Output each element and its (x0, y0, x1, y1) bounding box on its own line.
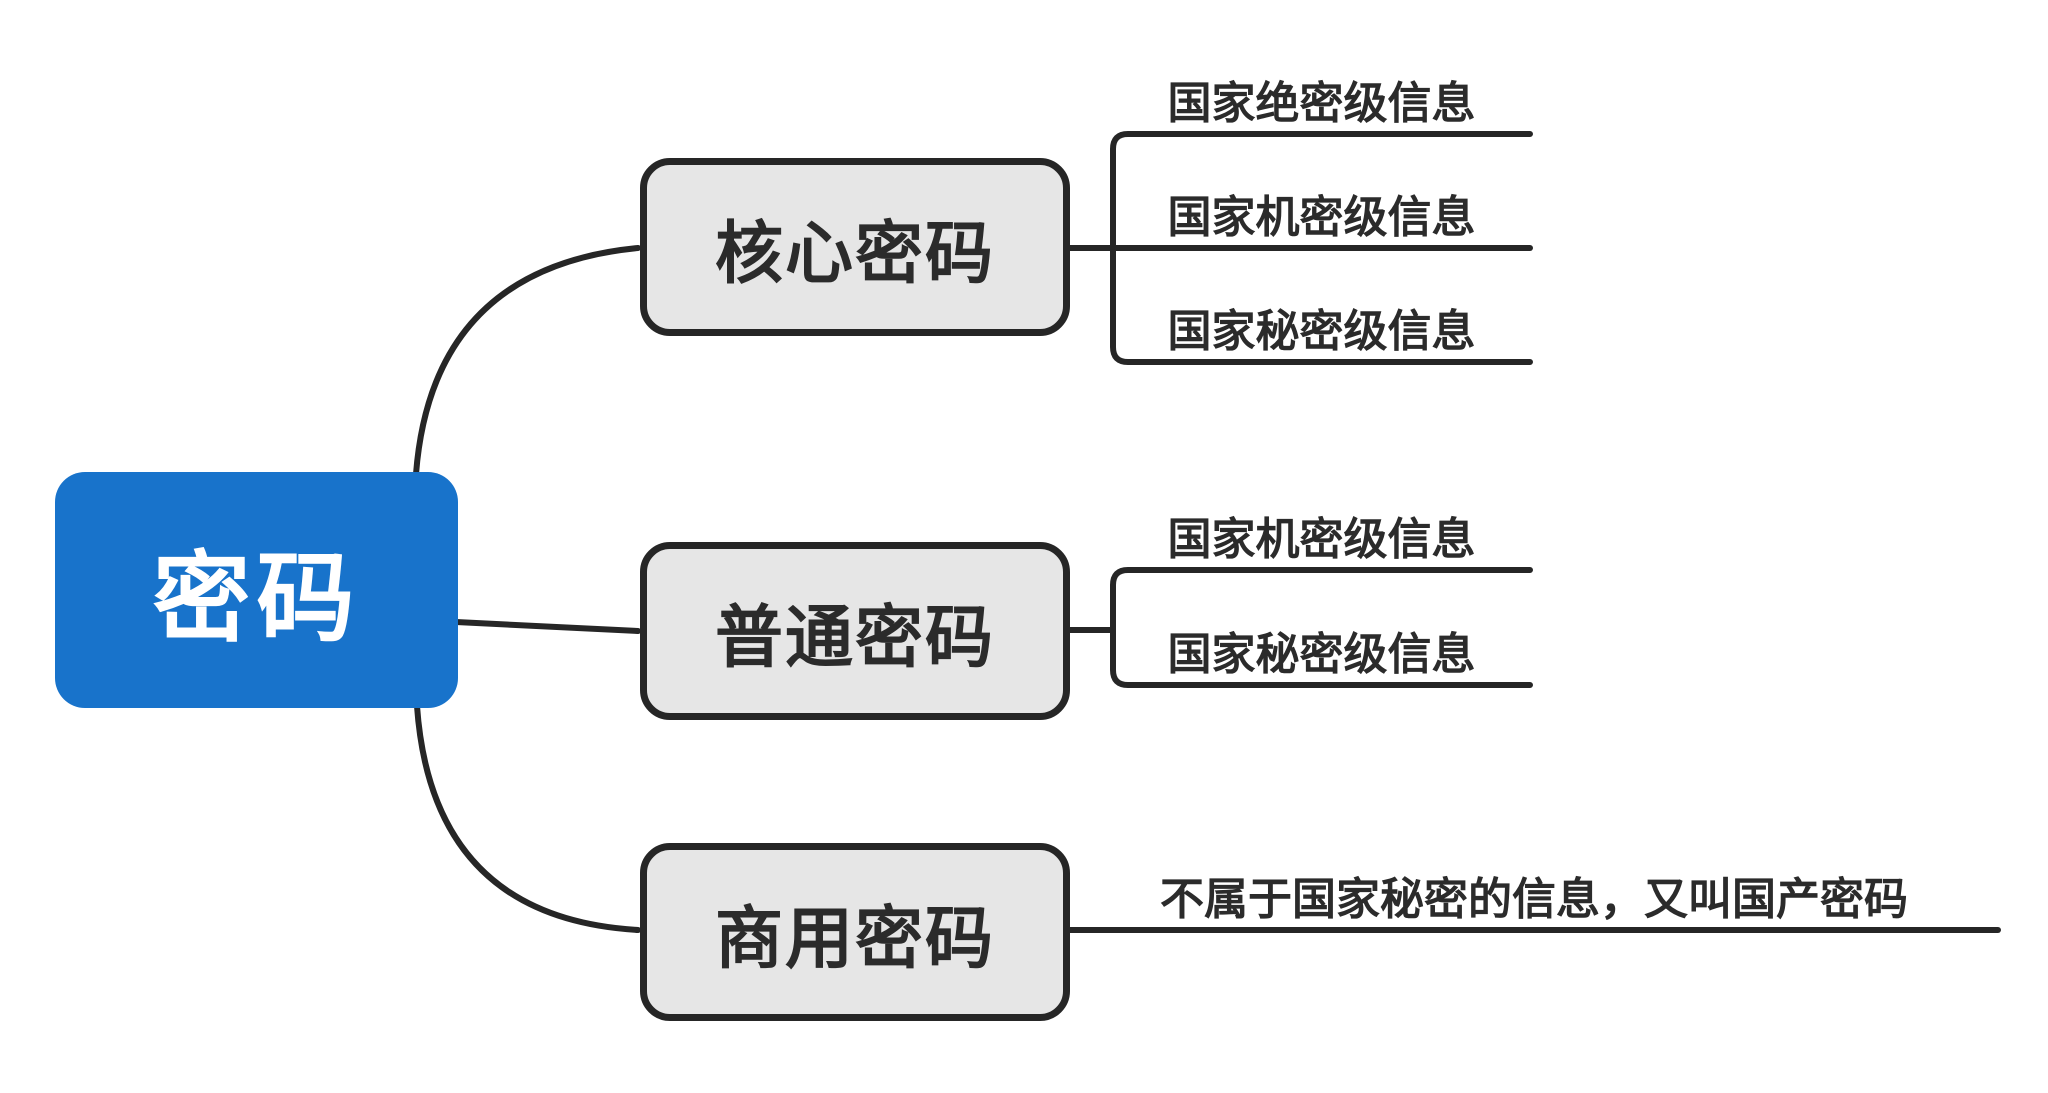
connector-ordinary-bracket (1110, 567, 1533, 688)
connector-root-to-commercial (414, 703, 641, 933)
leaf-node-top-secret-info[interactable]: 国家绝密级信息 (1167, 79, 1476, 128)
root-topic-node[interactable]: 密码 (55, 472, 458, 708)
leaf-node-confidential-info[interactable]: 国家机密级信息 (1167, 193, 1476, 242)
leaf-node-secret-info[interactable]: 国家秘密级信息 (1167, 307, 1476, 356)
leaf-node-secret-info-2[interactable]: 国家秘密级信息 (1167, 630, 1476, 679)
connector-root-to-ordinary (453, 619, 641, 634)
connector-core-bracket (1110, 131, 1533, 365)
branch-node-core-password[interactable]: 核心密码 (640, 158, 1070, 336)
branch-node-ordinary-password[interactable]: 普通密码 (640, 542, 1070, 720)
leaf-node-confidential-info-2[interactable]: 国家机密级信息 (1167, 515, 1476, 564)
branch-node-commercial-password[interactable]: 商用密码 (640, 843, 1070, 1021)
connector-root-to-core (413, 245, 641, 477)
leaf-node-non-state-secret-info[interactable]: 不属于国家秘密的信息，又叫国产密码 (1160, 875, 1908, 924)
